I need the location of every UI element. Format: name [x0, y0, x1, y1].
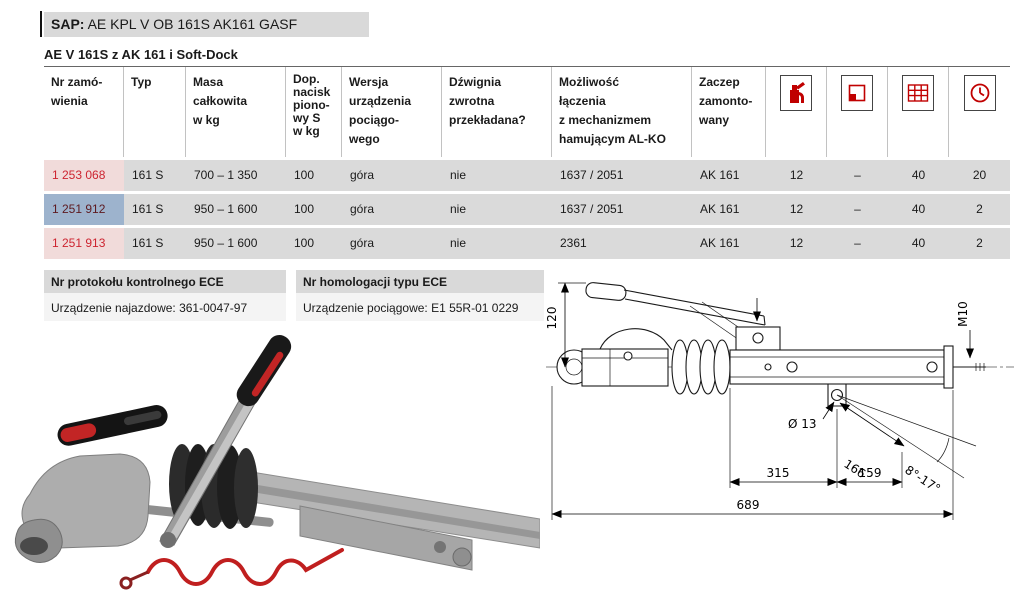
col-header-order-no: Nr zamó- wienia — [44, 67, 124, 157]
ece-homologation-box: Nr homologacji typu ECE Urządzenie pocią… — [296, 270, 544, 321]
coupling-mounted-cell: AK 161 — [692, 160, 766, 191]
sap-value: AE KPL V OB 161S AK161 GASF — [84, 16, 298, 32]
canister-icon — [780, 75, 812, 111]
total-mass-cell: 950 – 1 600 — [186, 228, 286, 259]
order-number-cell[interactable]: 1 251 913 — [44, 228, 124, 259]
product-photo — [14, 334, 540, 590]
col-header-packaging-1 — [766, 67, 827, 157]
breakaway-cable — [146, 548, 344, 586]
ece-protocol-box: Nr protokołu kontrolnego ECE Urządzenie … — [44, 270, 286, 321]
ece-protocol-title: Nr protokołu kontrolnego ECE — [44, 270, 286, 293]
vertical-load-cell: 100 — [286, 160, 342, 191]
clock-icon — [963, 75, 996, 111]
reversing-lever-cell: nie — [442, 194, 552, 225]
total-mass-cell: 950 – 1 600 — [186, 194, 286, 225]
box-icon — [841, 75, 873, 111]
packaging-1-cell: 12 — [766, 194, 827, 225]
vertical-load-cell: 100 — [286, 228, 342, 259]
vertical-load-cell: 100 — [286, 194, 342, 225]
table-header-row: Nr zamó- wienia Typ Masa całkowita w kg … — [44, 67, 1010, 157]
ece-homologation-value: Urządzenie pociągowe: E1 55R-01 0229 — [296, 293, 544, 321]
towing-version-cell: góra — [342, 194, 442, 225]
packaging-4-cell: 2 — [949, 228, 1010, 259]
packaging-2-cell: – — [827, 228, 888, 259]
packaging-4-cell: 2 — [949, 194, 1010, 225]
packaging-3-cell: 40 — [888, 194, 949, 225]
reversing-lever-cell: nie — [442, 160, 552, 191]
towing-version-cell: góra — [342, 160, 442, 191]
col-header-reversing-lever: Dźwignia zwrotna przekładana? — [442, 67, 552, 157]
dim-angle: 8°-17° — [902, 463, 943, 496]
coupling-mounted-cell: AK 161 — [692, 228, 766, 259]
type-cell: 161 S — [124, 160, 186, 191]
ece-protocol-value: Urządzenie najazdowe: 361-0047-97 — [44, 293, 286, 321]
table-row: 1 251 913 161 S 950 – 1 600 100 góra nie… — [44, 228, 1010, 259]
towing-version-cell: góra — [342, 228, 442, 259]
col-header-packaging-3 — [888, 67, 949, 157]
page-edge-mark — [40, 11, 42, 37]
page-title: AE V 161S z AK 161 i Soft-Dock — [44, 47, 238, 62]
brake-compat-cell: 1637 / 2051 — [552, 194, 692, 225]
brake-compat-cell: 2361 — [552, 228, 692, 259]
ece-homologation-title: Nr homologacji typu ECE — [296, 270, 544, 293]
dim-dia13: Ø 13 — [788, 417, 817, 431]
col-header-coupling-mounted: Zaczep zamonto- wany — [692, 67, 766, 157]
pallet-grid-icon — [902, 75, 934, 111]
sap-label: SAP: — [51, 16, 85, 32]
packaging-1-cell: 12 — [766, 228, 827, 259]
order-number-cell[interactable]: 1 253 068 — [44, 160, 124, 191]
packaging-3-cell: 40 — [888, 228, 949, 259]
col-header-vertical-load: Dop. nacisk piono- wy S w kg — [286, 67, 342, 157]
type-cell: 161 S — [124, 194, 186, 225]
col-header-towing-version: Wersja urządzenia pociągo- wego — [342, 67, 442, 157]
table-row: 1 253 068 161 S 700 – 1 350 100 góra nie… — [44, 160, 1010, 191]
col-header-packaging-2 — [827, 67, 888, 157]
col-header-packaging-4 — [949, 67, 1010, 157]
reversing-lever-cell: nie — [442, 228, 552, 259]
packaging-3-cell: 40 — [888, 160, 949, 191]
type-cell: 161 S — [124, 228, 186, 259]
packaging-2-cell: – — [827, 194, 888, 225]
coupling-handle — [57, 405, 168, 446]
table-row: 1 251 912 161 S 950 – 1 600 100 góra nie… — [44, 194, 1010, 225]
technical-drawing: 120 M10 Ø 13 166 8°-17° 315 159 689 — [545, 282, 1014, 520]
packaging-1-cell: 12 — [766, 160, 827, 191]
order-number-cell[interactable]: 1 251 912 — [44, 194, 124, 225]
col-header-total-mass: Masa całkowita w kg — [186, 67, 286, 157]
dim-689: 689 — [737, 498, 760, 512]
dim-m10: M10 — [956, 301, 970, 327]
total-mass-cell: 700 – 1 350 — [186, 160, 286, 191]
product-table: Nr zamó- wienia Typ Masa całkowita w kg … — [44, 66, 1010, 259]
col-header-brake-compat: Możliwość łączenia z mechanizmem hamując… — [552, 67, 692, 157]
packaging-2-cell: – — [827, 160, 888, 191]
sap-header: SAP: AE KPL V OB 161S AK161 GASF — [44, 12, 369, 37]
brake-compat-cell: 1637 / 2051 — [552, 160, 692, 191]
dim-159: 159 — [859, 466, 882, 480]
col-header-type: Typ — [124, 67, 186, 157]
packaging-4-cell: 20 — [949, 160, 1010, 191]
coupling-mounted-cell: AK 161 — [692, 194, 766, 225]
dim-120: 120 — [545, 307, 559, 330]
handbrake-grip — [236, 334, 292, 407]
dim-315: 315 — [767, 466, 790, 480]
